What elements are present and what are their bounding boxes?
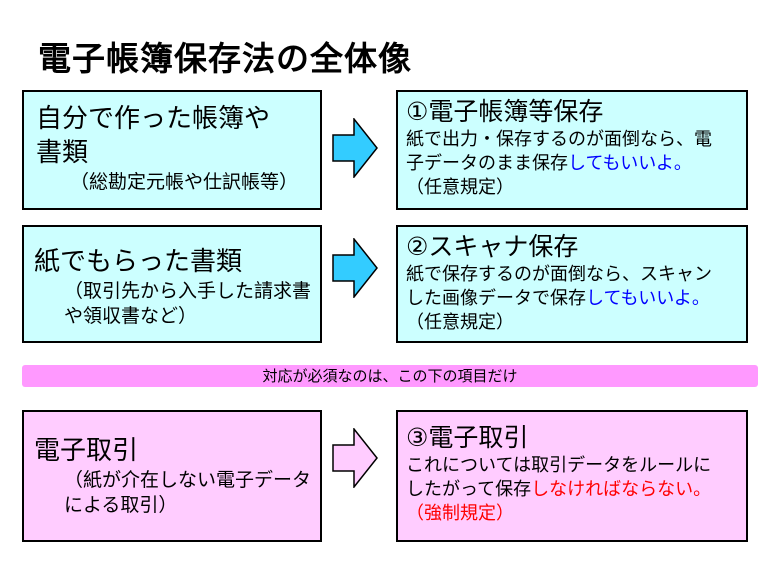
method-title: ①電子帳簿等保存 (406, 97, 604, 126)
source-title-line: 書類 (36, 138, 89, 168)
rule-type-label: （任意規定） (406, 177, 514, 198)
rule-type-label: （強制規定） (406, 503, 514, 524)
method-desc-text: したがって保存 (406, 479, 532, 500)
permission-text: してもいいよ。 (568, 153, 692, 174)
method-desc-line: した画像データで保存してもいいよ。 (406, 287, 740, 311)
source-note: （取引先から入手した請求書 や領収書など） (34, 279, 312, 329)
permission-text: してもいいよ。 (586, 288, 710, 309)
method-box-scanner: ②スキャナ保存 紙で保存するのが面倒なら、スキャン した画像データで保存してもい… (396, 225, 748, 343)
method-box-electronic-books: ①電子帳簿等保存 紙で出力・保存するのが面倒なら、電 子データのまま保存してもい… (396, 90, 748, 210)
source-note-line: や領収書など） (64, 305, 198, 327)
source-note: （紙が介在しない電子データ による取引） (34, 468, 312, 518)
method-desc-line: したがって保存しなければならない。 (406, 478, 740, 502)
obligation-text: しなければならない。 (531, 479, 712, 500)
source-box-self-made: 自分で作った帳簿や 書類 （総勘定元帳や仕訳帳等） (22, 90, 322, 210)
source-box-received-paper: 紙でもらった書類 （取引先から入手した請求書 や領収書など） (22, 225, 322, 343)
arrow-right-icon (332, 238, 378, 298)
method-desc: 紙で保存するのが面倒なら、スキャン した画像データで保存してもいいよ。 （任意規… (406, 263, 740, 335)
source-note: （総勘定元帳や仕訳帳等） (70, 171, 299, 193)
arrow-right-icon (332, 118, 378, 178)
method-desc-line: これについては取引データをルールに (406, 455, 712, 476)
source-title-line: 自分で作った帳簿や (36, 104, 271, 134)
rule-type-label: （任意規定） (406, 312, 514, 333)
method-desc-text: した画像データで保存 (406, 288, 586, 309)
method-desc: これについては取引データをルールに したがって保存しなければならない。 （強制規… (406, 454, 740, 526)
source-title: 電子取引 (34, 436, 139, 466)
method-desc-line: 紙で保存するのが面倒なら、スキャン (406, 264, 712, 285)
source-title: 紙でもらった書類 (34, 247, 243, 277)
method-title: ②スキャナ保存 (406, 232, 579, 261)
method-title: ③電子取引 (406, 423, 529, 452)
source-note-line: （紙が介在しない電子データ (64, 469, 312, 491)
source-title: 自分で作った帳簿や 書類 (36, 102, 310, 170)
source-note-line: による取引） (64, 494, 178, 516)
method-desc: 紙で出力・保存するのが面倒なら、電 子データのまま保存してもいいよ。 （任意規定… (406, 128, 740, 200)
page-title: 電子帳簿保存法の全体像 (38, 39, 412, 78)
method-desc-text: 子データのまま保存 (406, 153, 568, 174)
requirement-banner: 対応が必須なのは、この下の項目だけ (22, 365, 758, 387)
source-note-line: （取引先から入手した請求書 (64, 280, 312, 302)
method-box-electronic-transaction: ③電子取引 これについては取引データをルールに したがって保存しなければならない… (396, 410, 748, 542)
method-desc-line: 紙で出力・保存するのが面倒なら、電 (406, 129, 712, 150)
source-box-electronic-transaction: 電子取引 （紙が介在しない電子データ による取引） (22, 410, 322, 542)
method-desc-line: 子データのまま保存してもいいよ。 (406, 152, 740, 176)
arrow-right-icon (332, 428, 378, 488)
